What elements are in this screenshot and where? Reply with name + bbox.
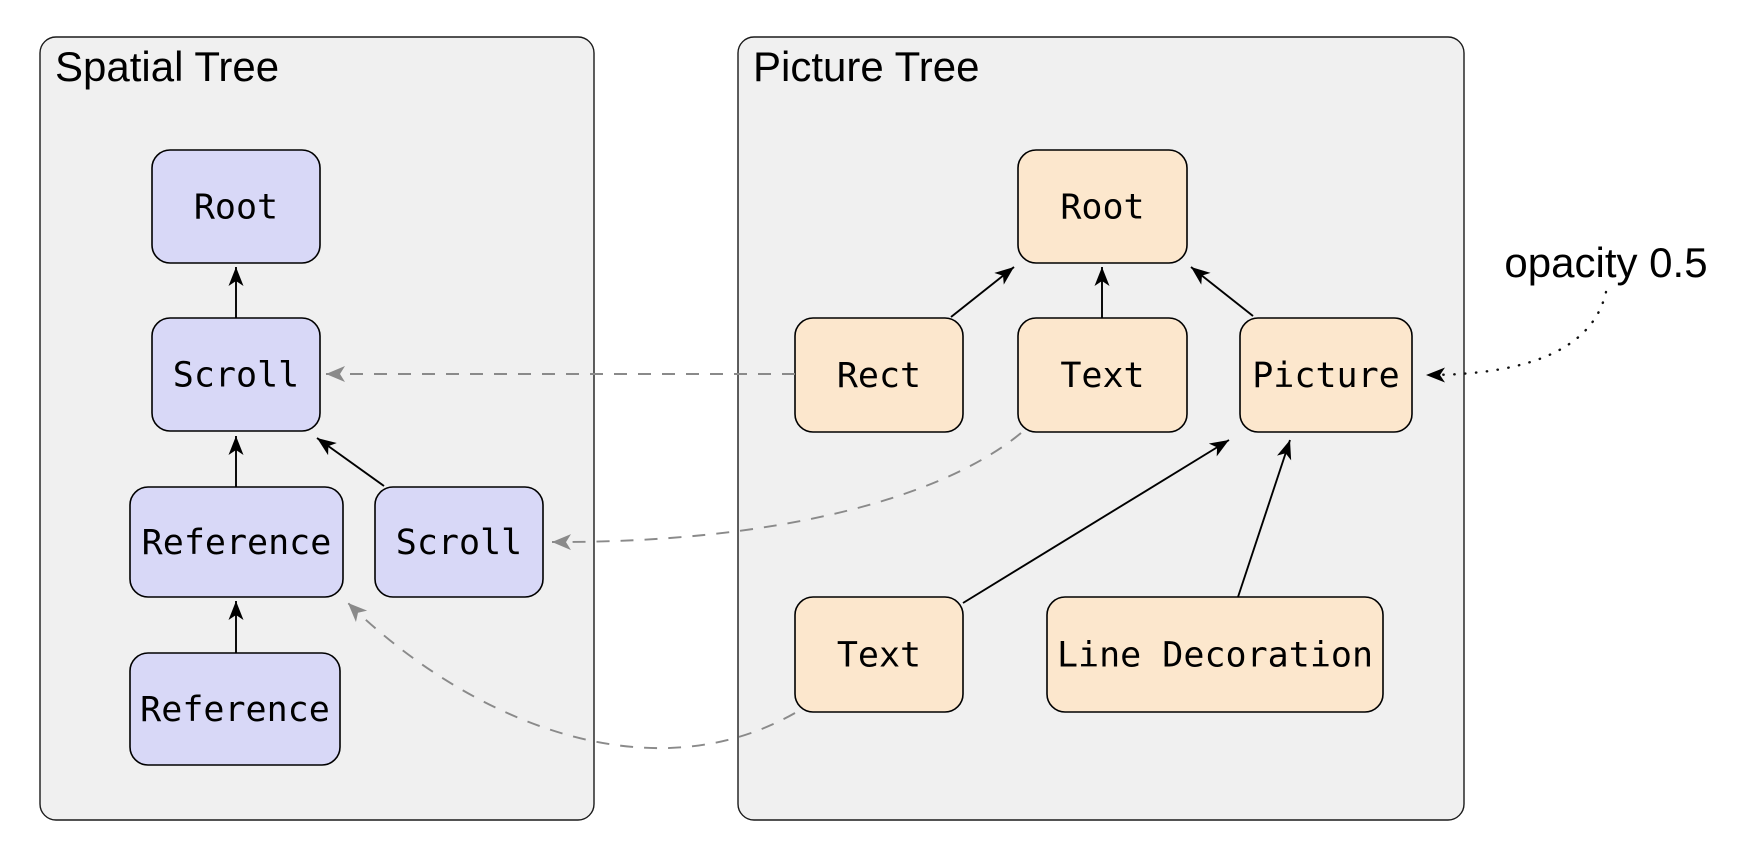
node-label-p-picture: Picture xyxy=(1252,356,1400,396)
edge-s-scroll2-to-s-scroll1 xyxy=(316,437,385,487)
panel-title-spatial: Spatial Tree xyxy=(55,43,279,90)
node-label-s-root: Root xyxy=(194,188,278,228)
node-label-p-text2: Text xyxy=(837,636,921,676)
node-label-s-scroll2: Scroll xyxy=(396,523,522,563)
node-s-ref2 xyxy=(129,652,341,766)
edge-p-text1-to-s-scroll2 xyxy=(551,432,1022,551)
node-p-linedec xyxy=(1046,596,1384,713)
annotations-layer: opacity 0.5 xyxy=(1504,239,1707,286)
node-label-s-scroll1: Scroll xyxy=(173,356,299,396)
annotation-opacity-label: opacity 0.5 xyxy=(1504,239,1707,286)
edge-p-rect-to-p-root xyxy=(950,266,1015,318)
node-p-rect xyxy=(794,317,964,433)
edge-p-picture-to-p-root xyxy=(1190,266,1254,317)
node-label-p-linedec: Line Decoration xyxy=(1057,636,1373,676)
node-p-root xyxy=(1017,149,1188,264)
edge-p-text2-to-s-ref1 xyxy=(347,602,796,750)
node-label-s-ref2: Reference xyxy=(140,690,330,730)
node-s-scroll2 xyxy=(374,486,544,598)
node-s-root xyxy=(151,149,321,264)
node-p-text2 xyxy=(794,596,964,713)
node-label-p-root: Root xyxy=(1060,188,1144,228)
node-label-s-ref1: Reference xyxy=(142,523,332,563)
node-label-p-text1: Text xyxy=(1060,356,1144,396)
node-label-p-rect: Rect xyxy=(837,356,921,396)
panel-title-picture: Picture Tree xyxy=(753,43,979,90)
edge-p-linedec-to-p-picture xyxy=(1237,439,1292,598)
node-p-picture xyxy=(1239,317,1413,433)
edges-layer xyxy=(228,266,1608,750)
edge-annotation-to-p-picture xyxy=(1424,290,1608,383)
edge-p-text2-to-p-picture xyxy=(962,439,1230,604)
